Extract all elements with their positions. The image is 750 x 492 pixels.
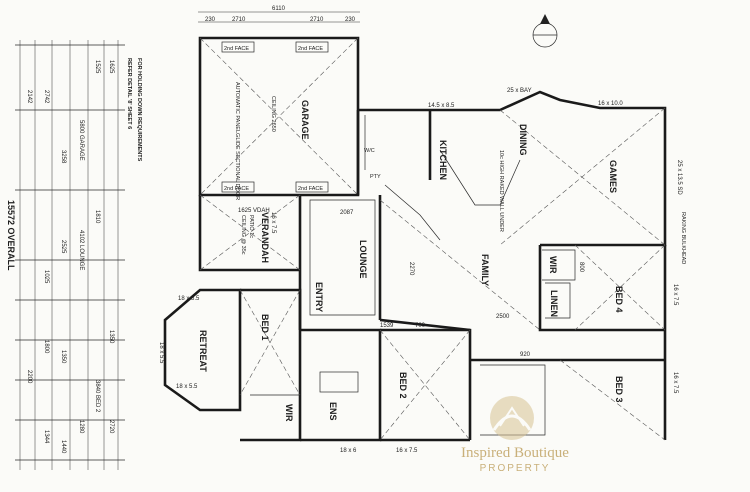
left-dim-2: 3258 [60,150,66,164]
second-face-4: 2nd FACE [298,186,323,192]
wc-note: W/C [364,148,375,154]
left-dim-4: 1810 [94,210,100,224]
left-dim-7: 1350 [108,330,114,344]
left-dim-0: 2142 [26,90,32,104]
games-side-dim: 25 x 13.5 SD [676,160,682,195]
top-230-b: 230 [345,17,356,23]
left-dim-8: 1800 [43,340,49,354]
panel-door-note: AUTOMATIC PANELGLIDE SECTIONAL DOOR [234,82,240,200]
kitchen-dim: 14.5 x 8.5 [428,103,455,109]
ens-label: ENS [328,402,338,421]
top-left-dim: 2710 [232,17,246,23]
kitchen-label: KITCHEN [438,140,448,180]
family-label: FAMILY [480,254,490,286]
dining-label: DINING [518,124,528,156]
left-dim-10: 2200 [26,370,32,384]
retreat-bed1-area: RETREAT BED 1 WIR 18 x 5.5 18 x 5.5 18 x… [158,288,302,442]
watermark-title: Inspired Boutique [461,445,569,461]
dim-2500: 2500 [496,314,510,320]
second-face-3: 2nd FACE [224,186,249,192]
left-dim-3: 4102 LOUNGE [78,230,84,270]
pty-note: PTY [370,174,381,180]
left-dimension-lines [15,40,125,470]
left-dim-18: 1625 [108,60,114,74]
bed3-dim: 16 x 7.5 [672,372,678,394]
left-dim-17: 1525 [94,60,100,74]
dim-2270: 2270 [408,262,414,276]
dining-wall-note: 10c HIGH RAKED WALL UNDER [498,150,504,232]
bed2-dim: 16 x 7.5 [396,448,418,454]
retreat-dim-2: 18 x 5.5 [176,384,198,390]
dim-920: 920 [520,352,531,358]
garage-ceiling-note: CEILING 2650 [270,96,276,132]
left-dim-6: 1025 [43,270,49,284]
left-dim-14: 1440 [60,440,66,454]
bay-dim: 25 x BAY [507,88,532,94]
watermark-logo-icon [490,396,534,440]
verandah-pitch-note: PATIO 1c [248,215,254,238]
second-face-2: 2nd FACE [298,46,323,52]
dim-800: 800 [578,262,584,273]
wir1-label: WIR [284,404,294,422]
sheet-reference-marker [532,14,558,48]
top-total-dim: 6110 [272,6,286,12]
left-dim-11: 3840 BED 2 [94,380,100,413]
hold-down-note: FOR HOLDING DOWN REQUIREMENTS [136,58,142,162]
watermark-subtitle: PROPERTY [479,463,551,474]
dim-1625: 1625 VDAH [238,208,270,214]
dim-700: 700 [415,323,426,329]
bed1-label: BED 1 [260,314,270,341]
retreat-dim: 18 x 5.5 [158,342,164,364]
bed3-bed4-area: WIR LINEN BED 4 BED 3 16 x 7.5 16 x 7.5 … [470,244,678,441]
raking-bulkhead-note: RAKING BULKHEAD [680,212,686,264]
retreat-label: RETREAT [198,330,208,372]
dim-1539: 1539 [380,323,394,329]
top-right-dim: 2710 [310,17,324,23]
lounge-label: LOUNGE [358,240,368,279]
overall-dimension: 15572 OVERALL [6,200,16,271]
refer-detail-note: REFER DETAIL '8' SHEET 6 [126,58,132,129]
bed3-label: BED 3 [614,376,624,403]
entry-label: ENTRY [314,282,324,312]
top-dimensions: 6110 2710 2710 230 230 [198,6,360,23]
verandah-label: VERANDAH [260,212,270,263]
bed2-label: BED 2 [398,372,408,399]
left-dim-16: 5800 GARAGE [78,120,84,161]
bed4-dim: 16 x 7.5 [672,284,678,306]
bed4-label: BED 4 [614,286,624,313]
left-dim-13: 1344 [43,430,49,444]
second-face-1: 2nd FACE [224,46,249,52]
garage-label: GARAGE [300,100,310,140]
kitchen-dining-games-area: 14.5 x 8.5 25 x BAY 16 x 10.0 KITCHEN DI… [356,88,686,264]
left-dim-5: 2525 [60,240,66,254]
dim-2087: 2087 [340,210,354,216]
left-dim-15: 2720 [108,420,114,434]
verandah-dim: 16 x 7.5 [270,212,276,234]
left-dim-9: 1350 [60,350,66,364]
games-dim: 16 x 10.0 [598,101,623,107]
ens-bed2-area: ENS BED 2 18 x 6 16 x 7.5 [300,328,471,454]
linen-label: LINEN [549,290,559,317]
wir4-label: WIR [548,256,558,274]
living-area: VERANDAH PATIO 1c CEILING @ 35c 16 x 7.5… [198,148,541,440]
garage-area: 2nd FACE 2nd FACE 2nd FACE 2nd FACE GARA… [198,36,360,200]
retreat-dim-3: 18 x 5.5 [178,296,200,302]
left-dim-1: 2742 [43,90,49,104]
left-dimension-labels: 2142 2742 3258 4102 LOUNGE 1810 2525 102… [6,58,142,454]
ens-dim: 18 x 6 [340,448,357,454]
verandah-ceiling-note: CEILING @ 35c [240,215,246,255]
left-dim-12: 1280 [78,420,84,434]
games-label: GAMES [608,160,618,193]
top-230-a: 230 [205,17,216,23]
